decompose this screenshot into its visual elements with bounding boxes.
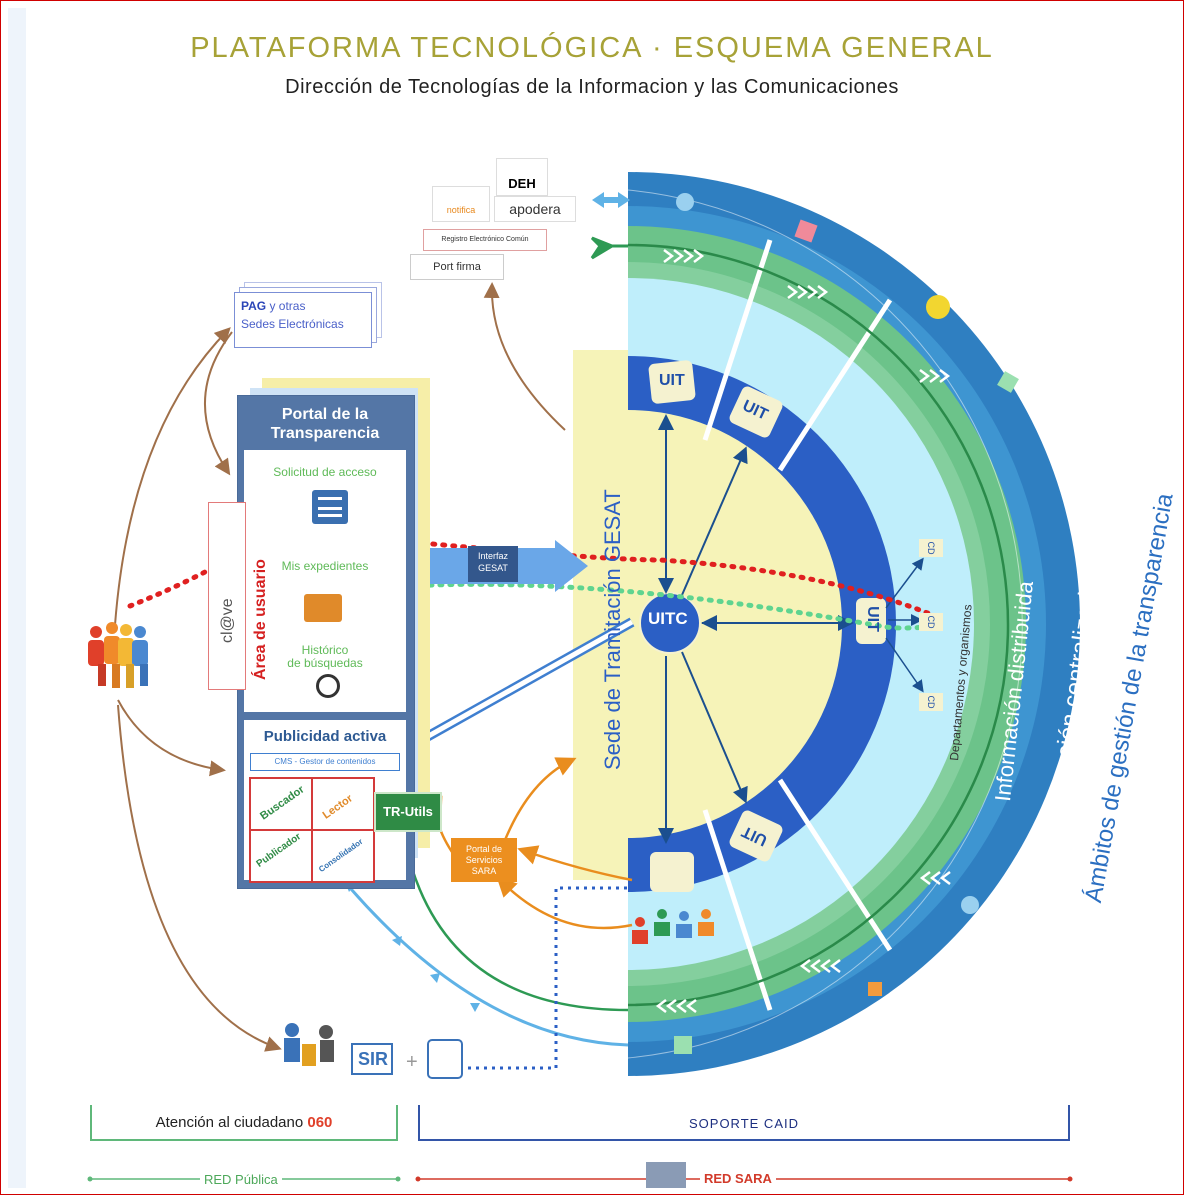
registro-label: Registro Electrónico Común: [441, 236, 529, 243]
notifica-logo[interactable]: notifica: [432, 186, 490, 222]
portal-sara-box[interactable]: Portal de Servicios SARA: [451, 838, 517, 882]
expedientes-icon: [304, 594, 342, 622]
sara-line2: Servicios: [465, 855, 503, 865]
ring-dot-blue: [676, 193, 694, 211]
ring-square-mint: [674, 1036, 692, 1054]
ring-separators: [702, 239, 893, 1011]
citizens-icon: [88, 622, 148, 688]
green-track: [627, 243, 1010, 1007]
pag-bold: PAG: [241, 299, 267, 313]
sir-label: SIR: [358, 1049, 389, 1069]
green-return-arrow: [397, 833, 629, 1012]
ring-dot-yellow: [926, 295, 950, 319]
publicador-label[interactable]: Publicador: [254, 831, 304, 870]
cms-label[interactable]: CMS - Gestor de contenidos: [250, 753, 400, 771]
expedientes-label[interactable]: Mis expedientes: [281, 559, 369, 573]
pag-line2: Sedes Electrónicas: [241, 317, 344, 331]
ring-square-orange: [868, 982, 882, 996]
apodera-logo[interactable]: apodera: [494, 196, 576, 222]
sir-icon-box: [351, 1043, 393, 1075]
servers-icon: [646, 1162, 686, 1188]
pag-rest: y otras: [266, 299, 306, 313]
red-publica-label: RED Pública: [200, 1172, 282, 1187]
tr-utils-box[interactable]: TR-Utils: [374, 792, 442, 832]
soporte-box: SOPORTE CAID: [418, 1105, 1070, 1141]
left-margin-strip: [8, 8, 26, 1188]
historico-label-2[interactable]: de búsquedas: [287, 656, 363, 670]
uit-label-3[interactable]: UIT: [863, 606, 881, 632]
plus-sign: +: [406, 1051, 418, 1073]
operators-icon: [632, 909, 714, 944]
blue-dotted-line: [468, 886, 628, 1070]
publicidad-grid: Buscador Lector Publicador Consolidador: [249, 777, 375, 883]
deh-logo[interactable]: DEH: [496, 158, 548, 196]
atencion-number: 060: [307, 1114, 333, 1131]
interfaz-gesat-box[interactable]: Interfaz GESAT: [468, 546, 518, 582]
uitc-label[interactable]: UITC: [648, 609, 688, 628]
green-flow: [407, 581, 938, 631]
solicitud-label[interactable]: Solicitud de acceso: [273, 465, 377, 479]
green-chevron-icon: [590, 236, 628, 260]
blue-track: [627, 189, 1023, 1059]
historico-label-1[interactable]: Histórico: [301, 643, 349, 657]
apodera-label: apodera: [509, 201, 561, 217]
portafirma-label: Port firma: [433, 261, 481, 273]
portal-title: Portal de la Transparencia: [270, 406, 380, 442]
page-subtitle: Dirección de Tecnologías de la Informaci…: [285, 76, 899, 98]
form-icon: [312, 490, 348, 524]
interfaz-line2: GESAT: [478, 563, 508, 573]
sede-band: [573, 350, 628, 880]
pag-box[interactable]: PAG y otras Sedes Electrónicas: [234, 292, 372, 348]
clave-box[interactable]: cl@ve: [208, 502, 246, 690]
lector-label[interactable]: Lector: [320, 792, 356, 822]
atencion-label: Atención al ciudadano: [155, 1114, 308, 1131]
interfaz-line1: Interfaz: [477, 551, 508, 561]
clave-label: cl@ve: [219, 598, 236, 643]
attendant-icon: [284, 1023, 334, 1066]
lightblue-arrow: [343, 881, 629, 1047]
ring-dot-lightblue: [961, 896, 979, 914]
sara-line3: SARA: [471, 866, 497, 876]
consolidador-label[interactable]: Consolidador: [317, 837, 365, 874]
sede-label: Sede de Tramitación GESAT: [600, 489, 625, 770]
portafirma-logo[interactable]: Port firma: [410, 254, 504, 280]
ring-square-pink: [794, 219, 818, 243]
search-icon: [316, 674, 340, 698]
sara-line1: Portal de: [465, 844, 503, 854]
uit-label-1[interactable]: UIT: [659, 372, 685, 389]
lightblue-arrowheads: [345, 882, 480, 1012]
chevrons: [655, 249, 951, 1013]
notifica-label: notifica: [446, 205, 476, 215]
atencion-box: Atención al ciudadano 060: [90, 1105, 398, 1141]
ring-square-green: [997, 371, 1019, 393]
deh-label: DEH: [508, 176, 536, 191]
brown-arrows: [114, 282, 566, 1052]
buscador-label[interactable]: Buscador: [258, 783, 307, 823]
cd-label-2[interactable]: CD: [919, 613, 943, 631]
page-title: PLATAFORMA TECNOLÓGICA · ESQUEMA GENERAL: [190, 32, 994, 64]
cd-label-3[interactable]: CD: [919, 693, 943, 711]
area-usuario-label: Área de usuario: [252, 559, 269, 680]
uit-tiles: [648, 360, 886, 892]
red-flow: [127, 569, 208, 609]
registro-logo[interactable]: Registro Electrónico Común: [423, 229, 547, 251]
cd-label-1[interactable]: CD: [919, 539, 943, 557]
document-icon: [427, 1039, 463, 1079]
red-sara-label: RED SARA: [700, 1171, 776, 1186]
double-arrow-icon: [592, 192, 630, 208]
publicidad-title: Publicidad activa: [263, 728, 387, 745]
